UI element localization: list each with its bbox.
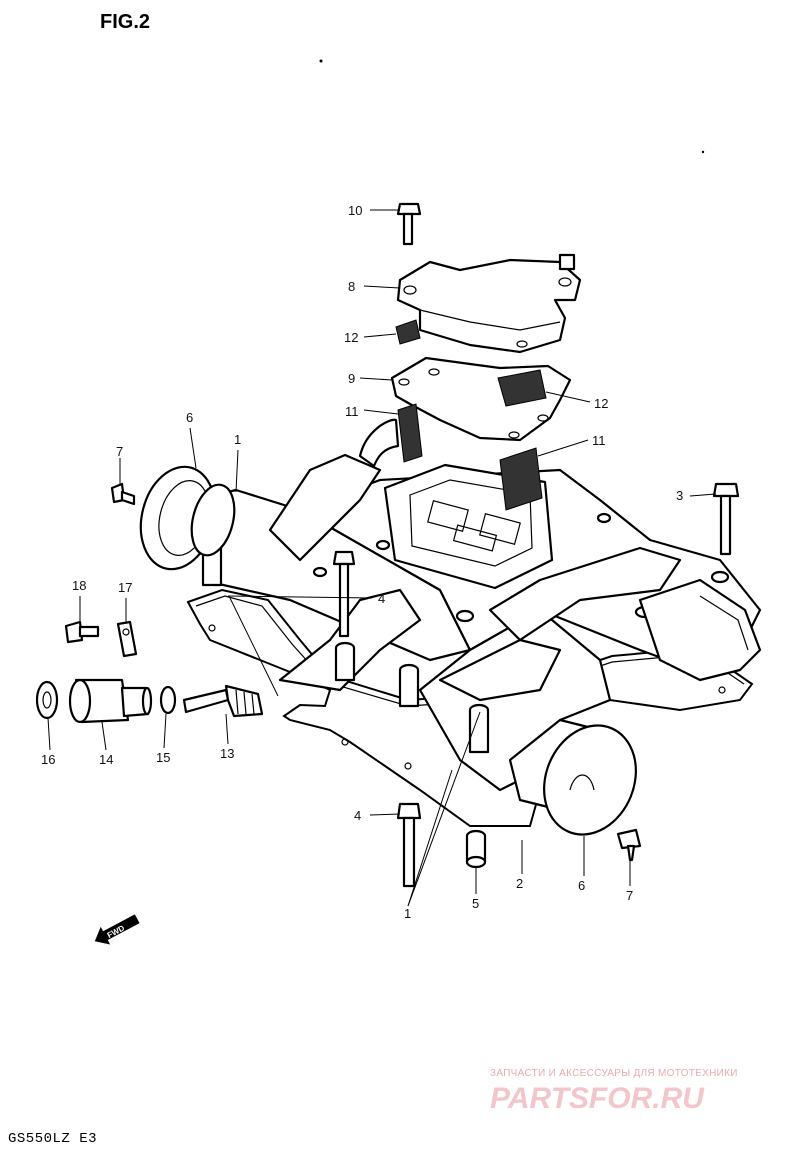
- bolt-4-lower: [396, 802, 422, 888]
- callout-label: 10: [348, 203, 362, 218]
- camshaft-holder-assembly: [186, 453, 762, 827]
- gasket-hole: [718, 686, 726, 694]
- tach-drive-gear: [182, 684, 264, 718]
- callout-label: 3: [676, 488, 683, 503]
- screw-7-right: [616, 828, 642, 862]
- gasket-hole: [208, 624, 216, 632]
- lower-bridge: [278, 588, 422, 692]
- callout-labels: 10 8 12 9 12 11 11 6 1 7 3 4 18 17 16 14…: [41, 203, 683, 921]
- callout-label: 6: [186, 410, 193, 425]
- callout-label: 14: [99, 752, 113, 767]
- right-bridge: [488, 546, 682, 642]
- right-cam-end: [638, 578, 762, 682]
- seal-pad: [395, 319, 421, 345]
- bolt-10: [396, 202, 422, 246]
- washer: [35, 680, 59, 720]
- watermark-logo: PARTSFOR.RU: [490, 1082, 705, 1115]
- callout-label: 2: [516, 876, 523, 891]
- speck: [319, 59, 323, 63]
- tach-drive-housing: [68, 678, 153, 724]
- gasket-hole: [404, 762, 412, 770]
- callout-label: 16: [41, 752, 55, 767]
- figure-title: FIG.2: [100, 11, 150, 33]
- callout-label: 12: [594, 396, 608, 411]
- callout-label: 8: [348, 279, 355, 294]
- callout-label: 12: [344, 330, 358, 345]
- bolt-3: [712, 482, 740, 556]
- upper-bridge: [268, 453, 382, 562]
- forward-arrow: FWD: [94, 914, 140, 945]
- speck: [701, 150, 705, 154]
- callout-label: 7: [116, 444, 123, 459]
- breather-cover: [396, 253, 582, 354]
- callout-label: 1: [404, 906, 411, 921]
- bolt-18: [64, 620, 100, 644]
- callout-label: 17: [118, 580, 132, 595]
- watermark-tagline: ЗАПЧАСТИ И АКСЕССУАРЫ ДЛЯ МОТОТЕХНИКИ: [490, 1068, 738, 1079]
- callout-label: 11: [592, 433, 606, 448]
- o-ring: [159, 685, 177, 715]
- seal-pad: [497, 369, 547, 407]
- end-cap-right: [508, 718, 637, 836]
- bolt-4-upper: [332, 550, 356, 638]
- side-seal: [499, 447, 543, 511]
- callout-label: 5: [472, 896, 479, 911]
- front-bridge: [438, 638, 562, 702]
- callout-label: 18: [72, 578, 86, 593]
- callout-label: 15: [156, 750, 170, 765]
- gasket-hole: [341, 738, 349, 746]
- leader-lines: [47, 209, 717, 907]
- callout-label: 1: [234, 432, 241, 447]
- side-seal: [397, 403, 423, 463]
- callout-label: 9: [348, 371, 355, 386]
- dowel-pin: [465, 829, 487, 869]
- callout-label: 13: [220, 746, 234, 761]
- cable-clip: [116, 620, 138, 658]
- screw-7-left: [110, 482, 136, 506]
- watermark: ЗАПЧАСТИ И АКСЕССУАРЫ ДЛЯ МОТОТЕХНИКИ PA…: [490, 1068, 738, 1115]
- callout-label: 4: [354, 808, 361, 823]
- end-cap-left: [139, 465, 236, 571]
- model-code: GS550LZ E3: [8, 1131, 97, 1147]
- callout-label: 7: [626, 888, 633, 903]
- callout-label: 11: [345, 404, 359, 419]
- callout-label: 6: [578, 878, 585, 893]
- rubber-seal: [358, 418, 400, 468]
- callout-label: 4: [378, 591, 385, 606]
